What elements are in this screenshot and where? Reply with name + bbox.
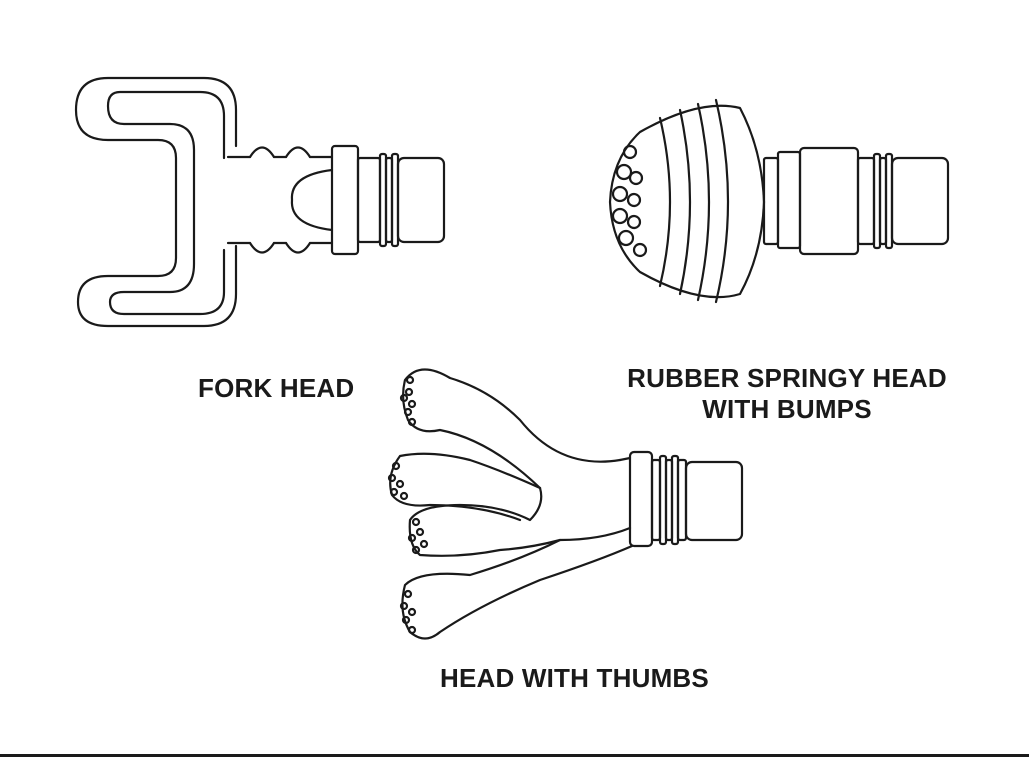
fork-head-attachment-icon [76, 78, 444, 326]
fork-head-label: FORK HEAD [198, 373, 354, 404]
head-with-thumbs-label: HEAD WITH THUMBS [440, 663, 709, 694]
rubber-springy-head-label: RUBBER SPRINGY HEAD WITH BUMPS [612, 363, 962, 425]
rubber-springy-head-label-line2: WITH BUMPS [612, 394, 962, 425]
rubber-springy-head-label-line1: RUBBER SPRINGY HEAD [612, 363, 962, 394]
rubber-springy-head-attachment-icon [610, 100, 948, 302]
